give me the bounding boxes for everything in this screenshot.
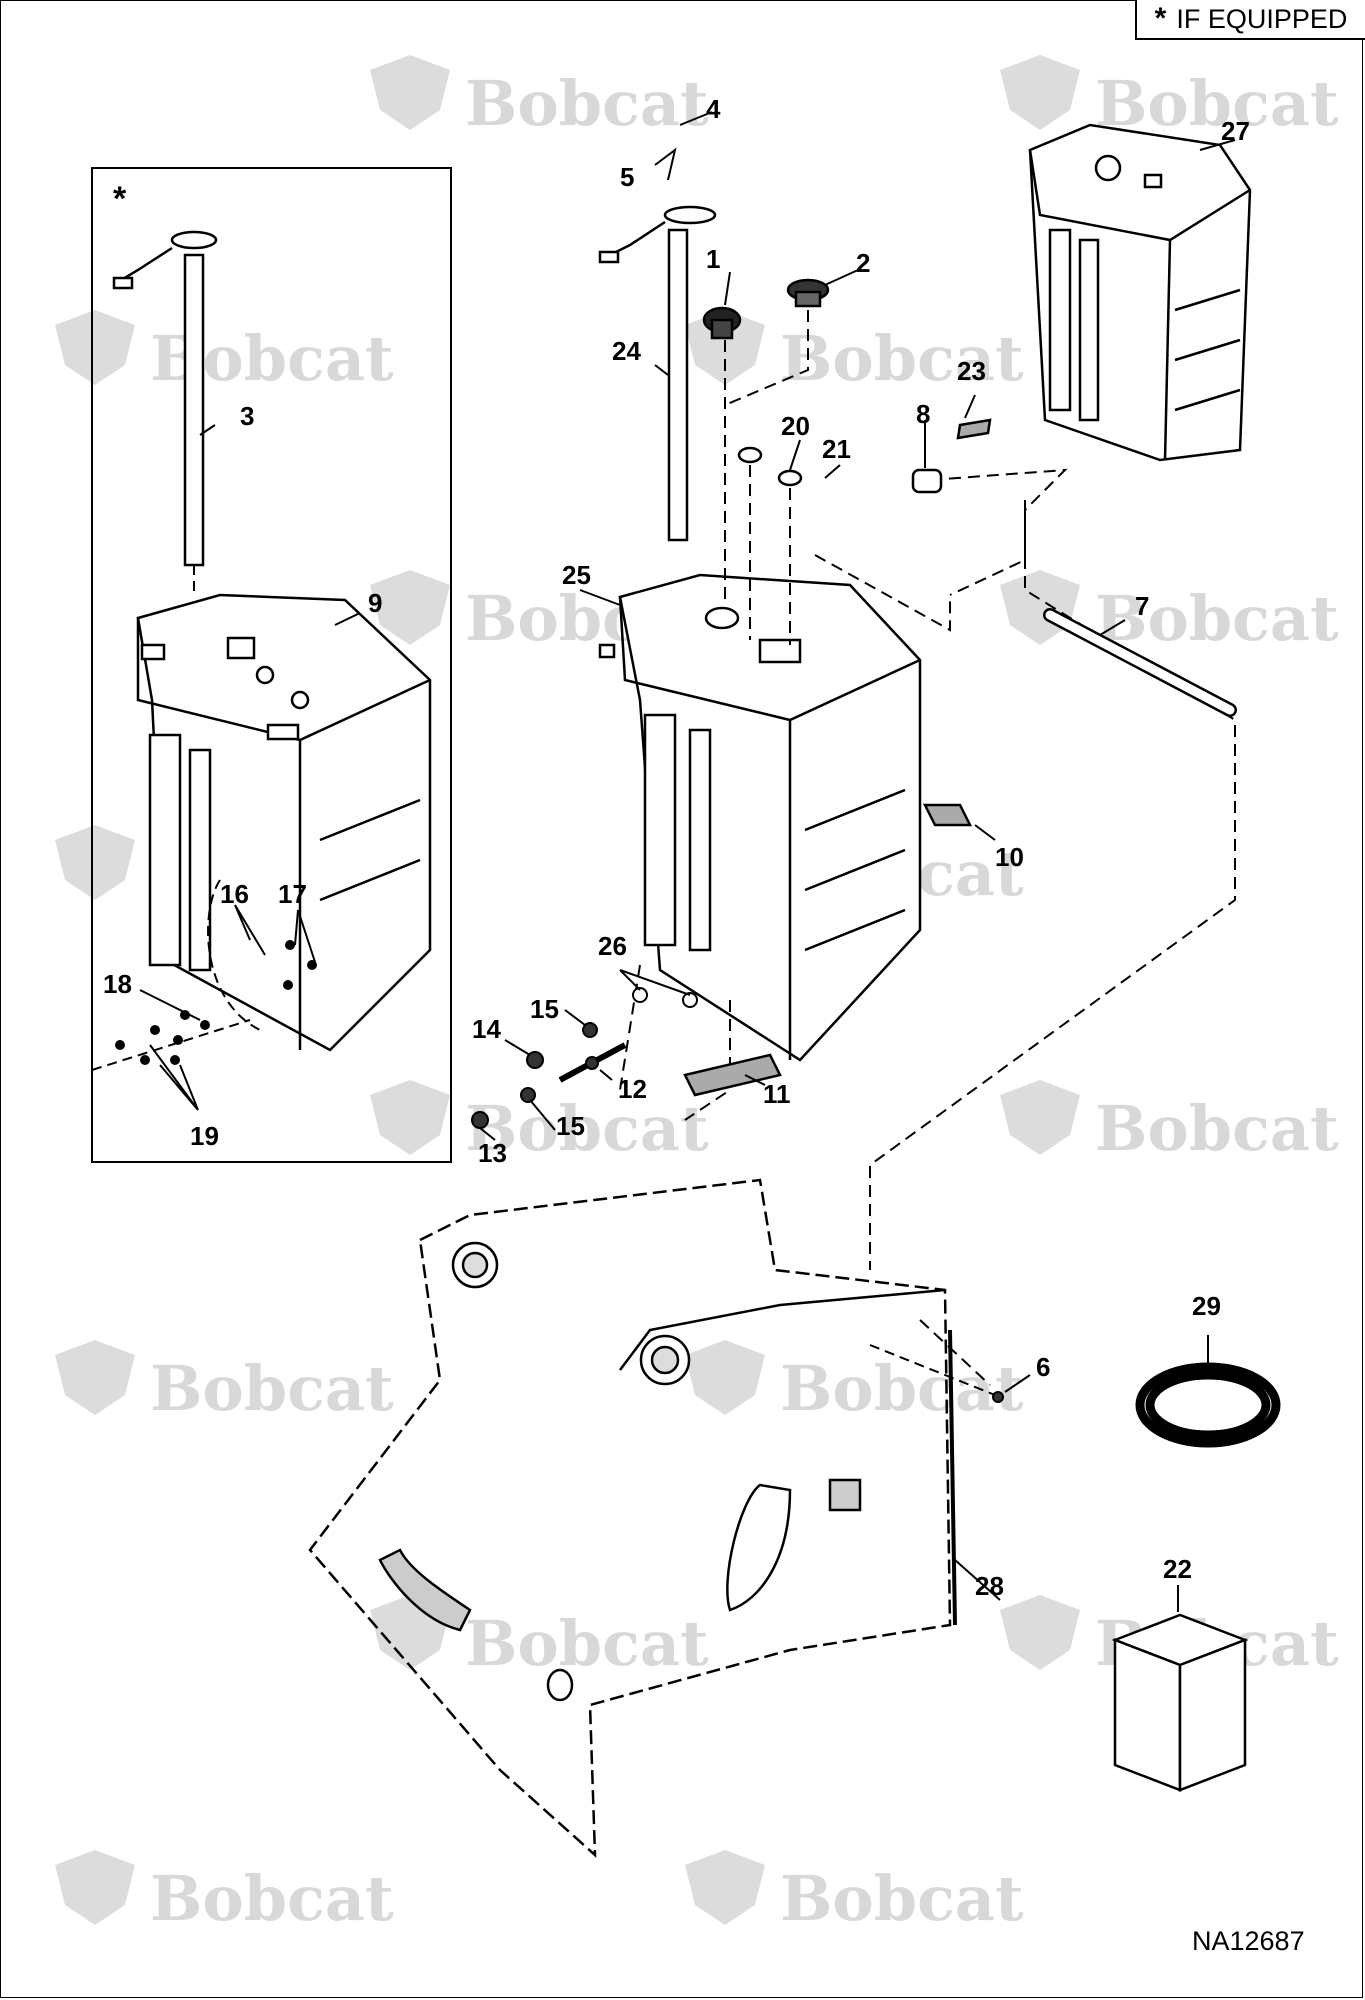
watermark-text: Bobcat xyxy=(1095,582,1339,655)
washer-26 xyxy=(682,992,698,1008)
elbow-14 xyxy=(526,1051,544,1069)
washer-26 xyxy=(632,987,648,1003)
callout-leaders xyxy=(139,111,1236,1601)
callout-9: 9 xyxy=(368,588,382,618)
inset-leaders xyxy=(91,565,261,1071)
callout-25: 25 xyxy=(562,560,591,590)
if-equipped-label: IF EQUIPPED xyxy=(1176,3,1348,34)
watermark-text: Bobcat xyxy=(465,1607,709,1680)
fitting-15 xyxy=(582,1022,598,1038)
watermark-text: Bobcat xyxy=(150,1352,394,1425)
hose-coil-29 xyxy=(1135,1335,1281,1448)
callout-22: 22 xyxy=(1163,1554,1192,1584)
decal-box-22 xyxy=(1111,1585,1249,1792)
callout-3: 3 xyxy=(240,401,254,431)
tank-9-port xyxy=(255,665,275,685)
callout-29: 29 xyxy=(1192,1291,1221,1321)
callout-7: 7 xyxy=(1135,591,1149,621)
callout-13: 13 xyxy=(478,1138,507,1168)
callout-5: 5 xyxy=(620,162,634,192)
elbow-13 xyxy=(471,1111,489,1129)
document-id: NA12687 xyxy=(1192,1926,1305,1956)
watermark-text: Bobcat xyxy=(150,1862,394,1935)
callout-16: 16 xyxy=(220,879,249,909)
tank-9-top-edge xyxy=(136,618,431,742)
callout-27: 27 xyxy=(1221,116,1250,146)
tank-9-pad xyxy=(266,723,300,741)
plug-21 xyxy=(777,469,803,487)
inset-frame xyxy=(91,167,452,1163)
caps-group xyxy=(702,278,830,487)
strap-23 xyxy=(956,418,992,440)
watermark-text: Bobcat xyxy=(465,67,709,140)
fuel-sender-tube xyxy=(183,253,205,567)
tank-25-pad xyxy=(758,638,802,664)
callout-24: 24 xyxy=(612,336,641,366)
tank-9-port xyxy=(290,690,310,710)
callout-28: 28 xyxy=(975,1571,1004,1601)
frame-hole xyxy=(546,1668,574,1702)
fitting-15 xyxy=(520,1087,536,1103)
inset-fittings xyxy=(115,940,317,1065)
fuel-tank-27 xyxy=(1028,123,1252,462)
callout-21: 21 xyxy=(822,434,851,464)
plug-20 xyxy=(737,446,763,464)
watermark-text: Bobcat xyxy=(1095,1092,1339,1165)
callout-4: 4 xyxy=(706,94,721,124)
tank-9-body xyxy=(136,593,432,1052)
pad-10 xyxy=(922,803,973,827)
callout-14: 14 xyxy=(472,1014,501,1044)
callout-17: 17 xyxy=(278,879,307,909)
sender-flange xyxy=(170,230,218,250)
sender-wire xyxy=(609,220,666,257)
fitting-parts xyxy=(471,987,698,1129)
machine-frame-28 xyxy=(308,1178,957,1858)
strip-11 xyxy=(683,1053,782,1097)
if-equipped-legend: * IF EQUIPPED xyxy=(1135,0,1365,40)
callout-23: 23 xyxy=(957,356,986,386)
callout-26: 26 xyxy=(598,931,627,961)
small-parts xyxy=(683,418,1237,1097)
asterisk-icon: * xyxy=(1154,2,1167,35)
watermark-text: Bobcat xyxy=(780,1862,1024,1935)
watermark-text: Bobcat xyxy=(780,1352,1024,1425)
callout-8: 8 xyxy=(916,399,930,429)
callout-1: 1 xyxy=(706,244,720,274)
grommet-8 xyxy=(911,468,943,494)
main-leaders xyxy=(619,310,1236,1386)
callout-labels: 1 2 3 4 5 6 7 8 9 10 11 12 13 14 15 15 1… xyxy=(103,94,1250,1601)
callout-15a: 15 xyxy=(530,994,559,1024)
callout-12: 12 xyxy=(618,1074,647,1104)
callout-18: 18 xyxy=(103,969,132,999)
callout-11: 11 xyxy=(763,1079,791,1109)
callout-6: 6 xyxy=(1036,1352,1050,1382)
sender-connector xyxy=(598,250,620,264)
callout-19: 19 xyxy=(190,1121,219,1151)
tank-9-pad xyxy=(140,643,166,661)
sender-connector xyxy=(112,276,134,290)
fuel-tank-main xyxy=(598,205,922,1062)
tank-25-pad xyxy=(598,643,616,659)
callout-20: 20 xyxy=(781,411,810,441)
watermark-text: Bobcat xyxy=(465,1092,709,1165)
watermark-text: Bobcat xyxy=(780,322,1024,395)
fuel-sender-tube xyxy=(667,228,689,542)
callout-10: 10 xyxy=(995,842,1024,872)
fuel-tank-optional xyxy=(112,230,432,1052)
block xyxy=(828,1478,862,1512)
tank-9-fill-neck xyxy=(226,636,256,660)
sender-flange xyxy=(663,205,717,225)
tank-25-fill-neck xyxy=(704,606,740,630)
callout-2: 2 xyxy=(856,248,870,278)
watermark-text: Bobcat xyxy=(1095,67,1339,140)
bolt-6 xyxy=(869,1344,1004,1403)
inset-star: * xyxy=(113,180,127,218)
callout-15b: 15 xyxy=(556,1111,585,1141)
